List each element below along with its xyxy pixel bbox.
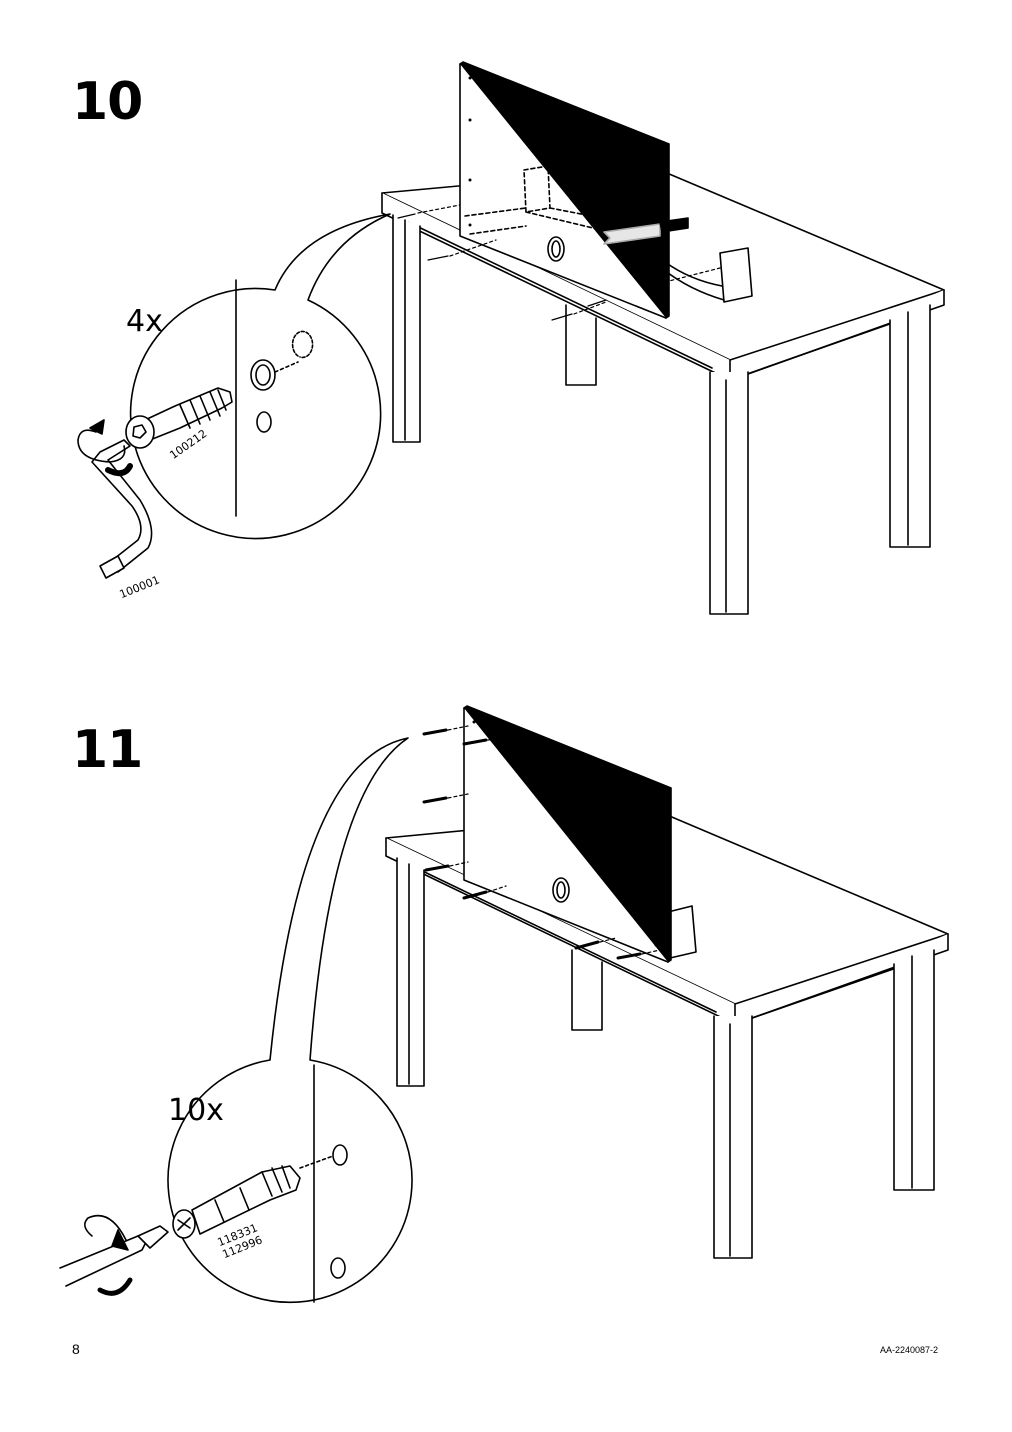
screws [398,205,720,320]
detail-callout [78,214,390,578]
dowels [424,726,660,958]
document-code: AA-2240087-2 [880,1345,939,1355]
step-number: 11 [72,720,143,780]
step-10-illustration [0,0,1012,640]
step-number: 10 [72,72,143,132]
page-number: 8 [72,1341,80,1357]
bracket [664,248,752,302]
panel [464,706,671,962]
detail-callout [60,738,412,1302]
panel [460,62,688,318]
quantity-label: 10x [168,1093,224,1128]
quantity-label: 4x [126,304,163,339]
